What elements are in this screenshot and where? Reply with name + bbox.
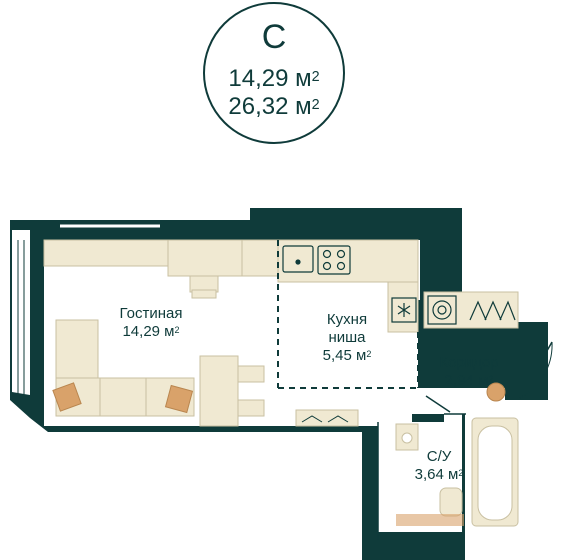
washbasin <box>395 423 419 451</box>
window-frame <box>17 224 160 394</box>
room-label-bathroom: С/У 3,64 м2 <box>414 448 464 483</box>
total-area: 26,32 м2 <box>228 93 320 120</box>
sink <box>282 245 314 273</box>
kitchen-counter <box>43 239 519 333</box>
hanger-icons <box>301 415 349 423</box>
hall-hangers <box>295 409 359 427</box>
toilet <box>439 487 463 517</box>
entry-door <box>425 341 553 413</box>
stove <box>317 245 351 275</box>
room-label-corridor: Коридор 2,94 м2 <box>439 354 499 389</box>
unit-type: C <box>261 18 287 56</box>
washing-machine <box>427 295 457 325</box>
unit-badge: C 14,29 м2 26,32 м2 <box>203 2 345 144</box>
desk-chair <box>189 275 219 299</box>
bath-door <box>377 413 466 540</box>
bathtub <box>471 417 519 527</box>
bath-mat <box>396 514 464 526</box>
kitchen-boundary <box>277 240 419 389</box>
dining-table <box>199 355 265 427</box>
balcony-window <box>12 230 30 395</box>
room-label-kitchen: Кухня ниша 5,45 м2 <box>292 311 402 365</box>
fridge-icon <box>391 297 417 323</box>
wardrobe-hangers <box>469 300 516 321</box>
room-label-living: Гостиная 14,29 м2 <box>119 305 183 340</box>
cushions <box>52 382 194 414</box>
kitchen-name: Кухня ниша <box>326 311 368 346</box>
round-mat <box>486 382 506 402</box>
living-area: 14,29 м2 <box>228 65 320 92</box>
